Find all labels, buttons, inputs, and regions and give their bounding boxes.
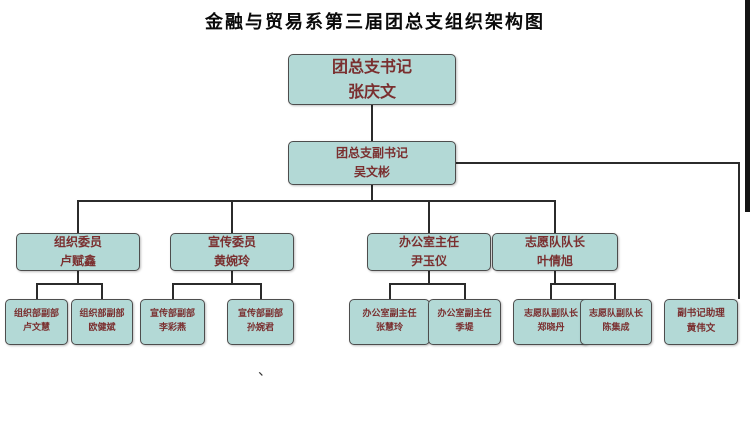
role-label: 志愿队队长 bbox=[524, 235, 585, 250]
person-name: 李彩燕 bbox=[158, 323, 186, 333]
connector-deputy-stub bbox=[371, 185, 373, 201]
person-name: 张慧玲 bbox=[375, 323, 403, 333]
connector-volunteer-bus bbox=[550, 283, 616, 285]
connector-office-down bbox=[428, 271, 430, 284]
org-node-office-deputy-2: 办公室副主任 季堤 bbox=[428, 299, 501, 345]
person-name: 季堤 bbox=[455, 323, 474, 333]
role-label: 志愿队副队长 bbox=[588, 309, 643, 320]
org-node-publicity-member: 宣传委员 黄婉玲 bbox=[170, 233, 294, 271]
right-edge-strip bbox=[745, 0, 750, 212]
role-label: 副书记助理 bbox=[677, 308, 725, 320]
connector-to-prop bbox=[231, 200, 233, 233]
org-node-publicity-deputy-2: 宣传部副部 孙婉君 bbox=[227, 299, 294, 345]
connector-deputy-right bbox=[456, 162, 740, 164]
person-name: 郑晓丹 bbox=[537, 323, 565, 333]
role-label: 宣传委员 bbox=[207, 235, 256, 250]
role-label: 组织部副部 bbox=[13, 309, 59, 320]
role-label: 办公室主任 bbox=[398, 235, 459, 250]
person-name: 卢文慧 bbox=[22, 323, 50, 333]
person-name: 叶倩旭 bbox=[536, 254, 573, 268]
org-node-volunteer-deputy-2: 志愿队副队长 陈集成 bbox=[580, 299, 652, 345]
person-name: 陈集成 bbox=[602, 323, 630, 333]
connector-prop-bus bbox=[172, 283, 262, 285]
org-node-secretary: 团总支书记 张庆文 bbox=[288, 54, 456, 105]
role-label: 宣传部副部 bbox=[237, 309, 283, 320]
role-label: 办公室副主任 bbox=[362, 309, 417, 320]
person-name: 张庆文 bbox=[347, 81, 396, 101]
org-node-organization-member: 组织委员 卢赋鑫 bbox=[16, 233, 140, 271]
org-node-volunteer-leader: 志愿队队长 叶倩旭 bbox=[492, 233, 618, 271]
person-name: 黄伟文 bbox=[686, 323, 716, 334]
org-node-publicity-deputy-1: 宣传部副部 李彩燕 bbox=[140, 299, 205, 345]
person-name: 尹玉仪 bbox=[410, 254, 447, 268]
connector-to-org2 bbox=[101, 283, 103, 299]
role-label: 团总支副书记 bbox=[335, 146, 408, 161]
connector-secretary-deputy bbox=[371, 105, 373, 141]
connector-right-to-assistant bbox=[738, 162, 740, 299]
role-label: 组织委员 bbox=[53, 235, 102, 250]
connector-prop-down bbox=[231, 271, 233, 284]
connector-to-org bbox=[77, 200, 79, 233]
person-name: 吴文彬 bbox=[353, 165, 390, 179]
org-node-office-director: 办公室主任 尹玉仪 bbox=[367, 233, 491, 271]
connector-office-bus bbox=[389, 283, 466, 285]
connector-to-vol1 bbox=[550, 283, 552, 299]
person-name: 欧健斌 bbox=[88, 323, 116, 333]
org-node-secretary-assistant: 副书记助理 黄伟文 bbox=[664, 299, 738, 345]
org-node-organization-deputy-2: 组织部副部 欧健斌 bbox=[71, 299, 133, 345]
org-node-organization-deputy-1: 组织部副部 卢文慧 bbox=[5, 299, 68, 345]
connector-to-office1 bbox=[389, 283, 391, 299]
role-label: 宣传部副部 bbox=[149, 309, 195, 320]
connector-to-prop2 bbox=[260, 283, 262, 299]
org-node-volunteer-deputy-1: 志愿队副队长 郑晓丹 bbox=[513, 299, 589, 345]
connector-org-bus bbox=[36, 283, 103, 285]
connector-org-down bbox=[77, 271, 79, 284]
org-node-deputy-secretary: 团总支副书记 吴文彬 bbox=[288, 141, 456, 185]
org-node-office-deputy-1: 办公室副主任 张慧玲 bbox=[349, 299, 430, 345]
role-label: 组织部副部 bbox=[79, 309, 125, 320]
connector-to-vol2 bbox=[614, 283, 616, 299]
role-label: 志愿队副队长 bbox=[523, 309, 578, 320]
person-name: 黄婉玲 bbox=[213, 254, 250, 268]
connector-volunteer-down bbox=[554, 271, 556, 284]
role-label: 办公室副主任 bbox=[437, 309, 492, 320]
connector-to-office bbox=[428, 200, 430, 233]
person-name: 卢赋鑫 bbox=[59, 254, 96, 268]
connector-to-prop1 bbox=[172, 283, 174, 299]
chart-title: 金融与贸易系第三届团总支组织架构图 bbox=[205, 12, 545, 33]
connector-level3-bus bbox=[77, 200, 556, 202]
connector-to-volunteer bbox=[554, 200, 556, 233]
person-name: 孙婉君 bbox=[246, 323, 274, 333]
connector-to-org1 bbox=[36, 283, 38, 299]
connector-to-office2 bbox=[464, 283, 466, 299]
stray-mark: 、 bbox=[258, 363, 272, 379]
role-label: 团总支书记 bbox=[331, 56, 412, 76]
